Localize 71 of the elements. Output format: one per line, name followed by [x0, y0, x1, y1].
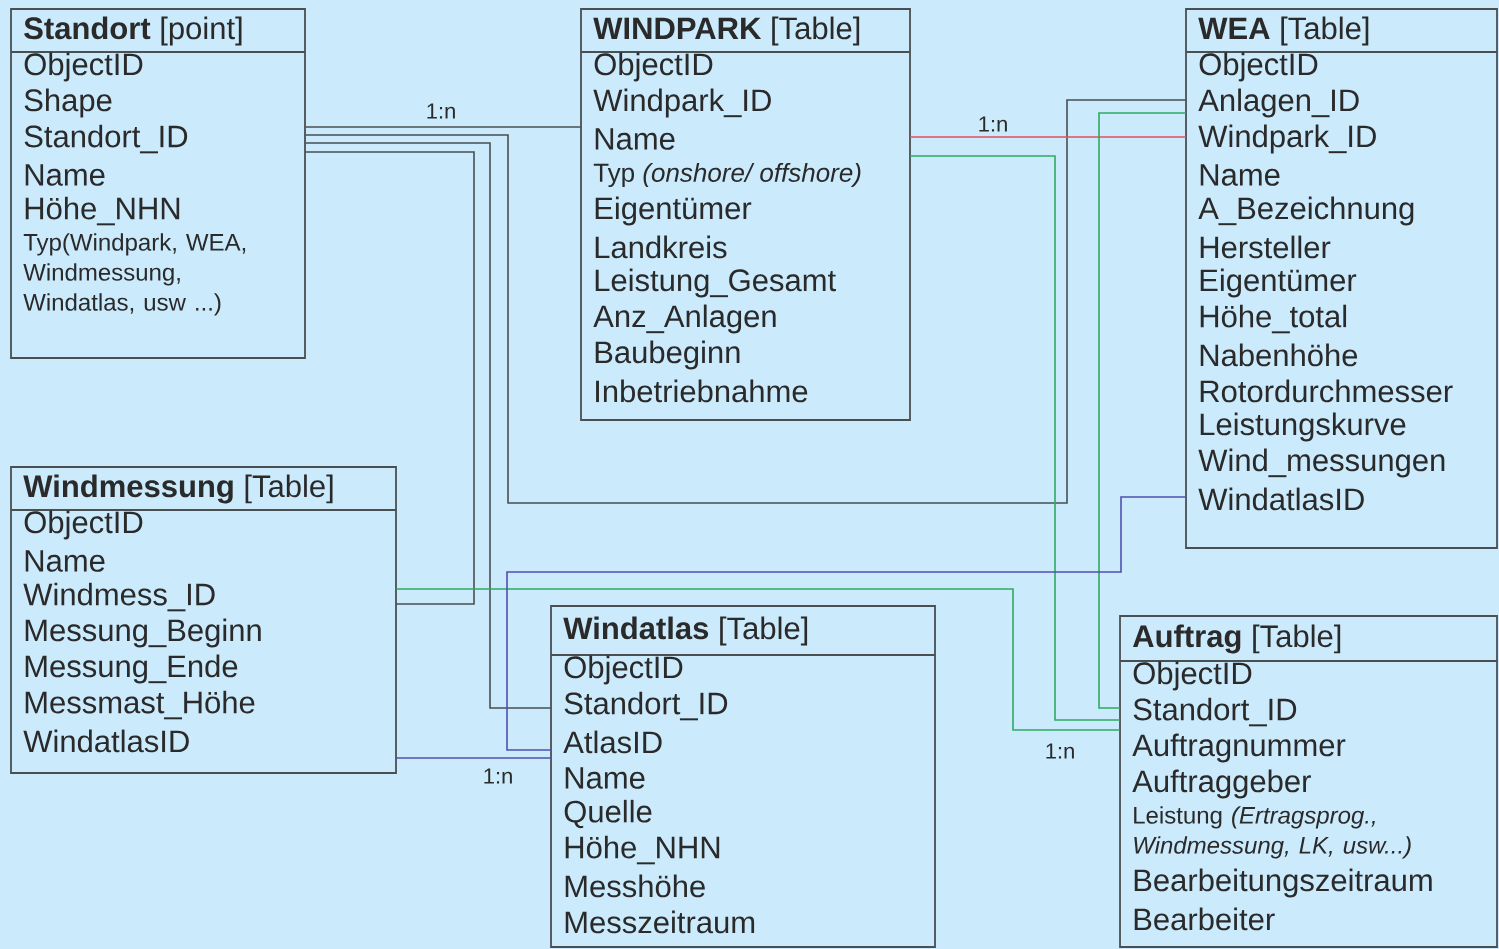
table-title: WEA [Table] [1198, 16, 1369, 46]
field-label: ObjectID [594, 52, 713, 82]
field-label: Name [25, 164, 105, 186]
field-label: Name [25, 550, 105, 572]
field-label: Windpark_ID [593, 88, 771, 118]
connector-line [304, 99, 1187, 504]
field-label: Typ (onshore/ offshore) [593, 162, 861, 188]
table-title: WINDPARK [Table] [593, 16, 860, 46]
field-label: ObjectID [564, 655, 683, 685]
table-title: Standort [point] [24, 16, 242, 46]
connector-line [304, 126, 582, 128]
field-label: Eigentümer [595, 196, 752, 226]
field-label: Nabenhöhe [1200, 343, 1358, 367]
field-label: Anz_Anlagen [593, 304, 776, 334]
field-label: ObjectID [1199, 52, 1318, 82]
field-label: Name [595, 128, 675, 150]
field-label: AtlasID [563, 730, 662, 754]
field-label: Landkreis [595, 235, 727, 259]
connector-line [1098, 112, 1187, 709]
field-label: Auftraggeber [1132, 769, 1311, 799]
field-label: Name [565, 767, 645, 789]
field-label: Messung_Ende [25, 654, 238, 684]
field-label: Wind_messungen [1198, 448, 1445, 478]
field-label: Standort_ID [1133, 697, 1297, 727]
connector-line [909, 136, 1187, 138]
field-label: Anlagen_ID [1198, 88, 1359, 118]
field-label: Höhe_NHN [565, 835, 720, 865]
field-label: Leistungskurve [1200, 412, 1406, 442]
cardinality-label: 1:n [976, 115, 1010, 133]
connector-line [395, 588, 1121, 731]
field-label: Bearbeitungszeitraum [1134, 868, 1432, 898]
field-label: Messhöhe [565, 874, 705, 898]
cardinality-label: 1:n [1043, 742, 1077, 760]
field-label: Leistung (Ertragsprog., Windmessung, LK, usw...) [1134, 806, 1411, 859]
field-label: A_Bezeichnung [1198, 196, 1414, 226]
field-label: Messmast_Höhe [25, 690, 255, 720]
table-title: Auftrag [Table] [1133, 624, 1341, 654]
field-label: ObjectID [24, 52, 143, 82]
field-label: Messung_Beginn [25, 618, 261, 648]
field-label: Messzeitraum [565, 910, 755, 934]
field-label: Windpark_ID [1198, 124, 1376, 154]
connector-line [395, 757, 552, 759]
cardinality-label: 1:n [424, 102, 458, 120]
connector-line [304, 142, 552, 709]
field-label: WindatlasID [1198, 487, 1364, 511]
field-label: Typ(Windpark, WEA, Windmessung, Windatlas, usw ...) [23, 233, 246, 316]
connector-line [506, 496, 1187, 751]
connector-line [909, 155, 1121, 721]
field-label: Windmess_ID [23, 582, 215, 612]
field-label: Auftragnummer [1132, 733, 1346, 763]
field-label: Bearbeiter [1134, 907, 1275, 931]
field-label: WindatlasID [23, 729, 189, 753]
field-label: Quelle [564, 799, 652, 829]
field-label: Shape [24, 88, 112, 118]
field-label: Hersteller [1200, 235, 1331, 259]
connector-line [304, 151, 475, 605]
field-label: Name [1200, 164, 1280, 186]
field-label: ObjectID [24, 510, 143, 540]
field-label: Leistung_Gesamt [595, 268, 836, 298]
field-label: ObjectID [1133, 661, 1252, 691]
table-title: Windatlas [Table] [563, 616, 808, 646]
field-label: Inbetriebnahme [596, 379, 808, 403]
field-label: Höhe_total [1200, 304, 1347, 334]
cardinality-label: 1:n [481, 767, 515, 785]
field-label: Standort_ID [24, 124, 188, 154]
field-label: Höhe_NHN [25, 196, 180, 226]
field-label: Standort_ID [564, 691, 728, 721]
field-label: Rotordurchmesser [1200, 379, 1453, 403]
table-title: Windmessung [Table] [23, 474, 333, 504]
field-label: Eigentümer [1200, 268, 1357, 298]
field-label: Baubeginn [595, 340, 740, 370]
